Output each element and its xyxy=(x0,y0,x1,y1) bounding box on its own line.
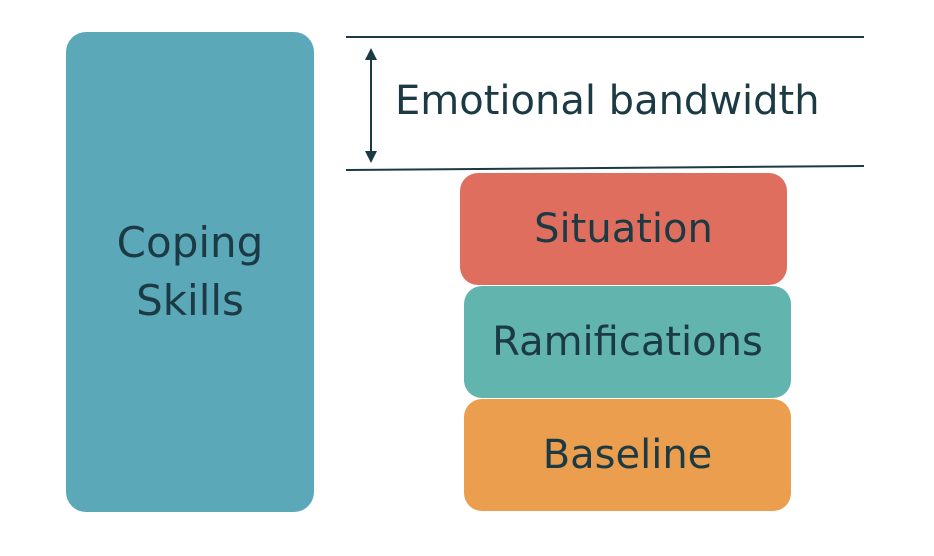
bandwidth-double-arrow xyxy=(365,48,377,163)
coping-skills-label-line1: Coping xyxy=(116,218,264,267)
situation-label: Situation xyxy=(534,206,713,252)
emotional-bandwidth-label: Emotional bandwidth xyxy=(395,78,820,124)
situation-box: Situation xyxy=(460,173,787,285)
ramifications-box: Ramifications xyxy=(464,286,791,398)
ramifications-label: Ramifications xyxy=(492,319,763,365)
coping-skills-label-line2: Skills xyxy=(136,276,244,325)
coping-skills-box: Coping Skills xyxy=(66,32,314,512)
baseline-box: Baseline xyxy=(464,399,791,511)
baseline-label: Baseline xyxy=(542,432,713,478)
bandwidth-bottom-line xyxy=(345,165,865,171)
